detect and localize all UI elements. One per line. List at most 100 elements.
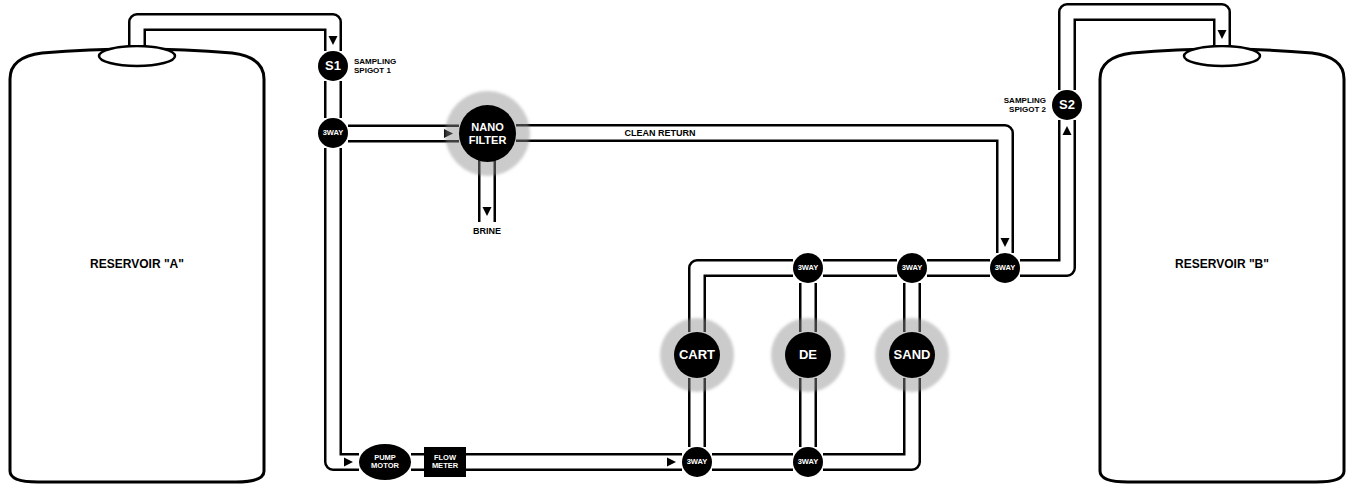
pipe-outline [823, 378, 912, 462]
pipe-outline [348, 125, 459, 143]
tank-body [1100, 49, 1344, 482]
pipe-outline [688, 378, 706, 447]
filter-unit: SAND [889, 332, 935, 378]
node-label: 3WAY [323, 129, 344, 137]
pipe-bore [697, 268, 793, 332]
pipe-bore [906, 283, 919, 332]
node-label: 3WAY [995, 264, 1016, 272]
pipe-connector [712, 462, 793, 463]
pipe-bore [691, 378, 704, 447]
node-label: NANO FILTER [465, 121, 511, 145]
pipe-outline [333, 148, 359, 462]
pipe-connector [808, 283, 809, 332]
reservoir-tank: RESERVOIR "A" [8, 45, 266, 485]
node-label: FLOW METER [428, 454, 462, 471]
three-way-valve: 3WAY [682, 447, 712, 477]
node-label: 3WAY [902, 264, 923, 272]
spigot-caption: SAMPLING SPIGOT 2 [988, 96, 1046, 114]
sampling-spigot: S2SAMPLING SPIGOT 2 [1052, 90, 1082, 120]
pipe-connector [697, 378, 698, 447]
node-label: S1 [325, 59, 341, 73]
pipe-label: CLEAN RETURN [622, 128, 699, 138]
node-label: DE [799, 348, 817, 362]
pipe-connector [333, 81, 334, 118]
pipe-bore [823, 378, 912, 462]
sampling-spigot: S1SAMPLING SPIGOT 1 [318, 51, 348, 81]
tank-body [10, 49, 264, 482]
filter-unit: DE [785, 332, 831, 378]
pipe-outline [799, 283, 817, 332]
flow-arrow [444, 129, 453, 138]
flow-arrow [344, 458, 353, 467]
pipe-connector [348, 129, 459, 138]
pipe-bore [712, 456, 793, 469]
three-way-valve: 3WAY [793, 253, 823, 283]
pipe-outline [137, 22, 333, 51]
pipe-connector [466, 458, 682, 467]
pipe-outline [823, 259, 897, 277]
flow-arrow [483, 207, 492, 216]
pipe-bore [927, 262, 990, 275]
node-label: SAND [894, 348, 931, 362]
node-label: 3WAY [798, 264, 819, 272]
flow-arrow [329, 36, 338, 45]
pipe-connector [697, 268, 793, 332]
filter-unit: CART [674, 332, 720, 378]
pump-motor: PUMP MOTOR [359, 444, 411, 480]
pipe-outline [466, 453, 682, 471]
pipe-connector [912, 283, 913, 332]
pipe-bore [802, 283, 815, 332]
pipe-bore [333, 148, 359, 462]
pipe-connector [1020, 120, 1072, 268]
pipe-connector [808, 378, 809, 447]
pipe-outline [697, 268, 793, 332]
pipe-bore [516, 133, 1005, 253]
three-way-valve: 3WAY [793, 447, 823, 477]
flow-arrow [1218, 30, 1227, 39]
flow-arrow [667, 458, 676, 467]
pipe-bore [1020, 120, 1067, 268]
pipe-bore [466, 456, 682, 469]
tank-opening [1184, 46, 1260, 66]
nano-filter: NANO FILTER [459, 105, 516, 162]
node-label: PUMP MOTOR [369, 454, 401, 471]
tank-label: RESERVOIR "B" [1175, 258, 1269, 271]
node-label: S2 [1059, 98, 1075, 112]
pipe-bore [348, 127, 459, 140]
node-label: 3WAY [798, 458, 819, 466]
three-way-valve: 3WAY [318, 118, 348, 148]
pipe-outline [799, 378, 817, 447]
pipe-bore [327, 81, 340, 118]
pipe-connector [137, 22, 338, 51]
pipe-outline [411, 453, 424, 471]
spigot-caption: SAMPLING SPIGOT 1 [354, 57, 412, 75]
pipe-connector [823, 378, 912, 462]
node-label: CART [679, 348, 715, 362]
pipe-connector [411, 462, 424, 463]
pipe-bore [137, 22, 333, 51]
tank-opening [99, 46, 175, 66]
pipe-outline [1020, 120, 1067, 268]
pipe-bore [411, 456, 424, 469]
flow-meter: FLOW METER [424, 447, 466, 477]
three-way-valve: 3WAY [897, 253, 927, 283]
outlet-label: BRINE [473, 226, 501, 237]
pipe-connector [927, 268, 990, 269]
pipe-connector [333, 148, 359, 467]
pipe-outline [903, 283, 921, 332]
pipe-outline [516, 133, 1005, 253]
pipe-bore [823, 262, 897, 275]
pipe-outline [927, 259, 990, 277]
pipe-connector [823, 268, 897, 269]
pipe-connector [516, 133, 1010, 253]
three-way-valve: 3WAY [990, 253, 1020, 283]
reservoir-tank: RESERVOIR "B" [1098, 45, 1346, 485]
pipe-outline [712, 453, 793, 471]
tank-label: RESERVOIR "A" [90, 258, 184, 271]
flow-arrow [1063, 126, 1072, 135]
pipe-bore [802, 378, 815, 447]
pipe-outline [324, 81, 342, 118]
node-label: 3WAY [687, 458, 708, 466]
flow-arrow [1001, 238, 1010, 247]
